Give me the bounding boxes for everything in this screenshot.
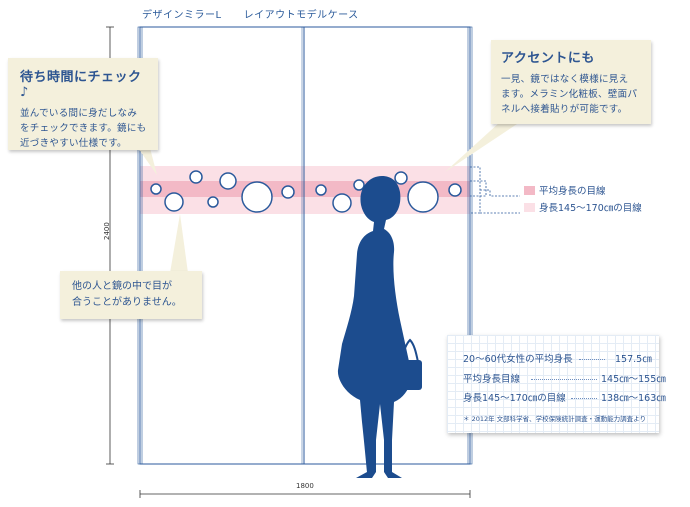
callout-wait-tail xyxy=(138,148,157,175)
circle-mirror-icon xyxy=(219,172,237,190)
info-row: 20～60代女性の平均身長 157.5㎝ xyxy=(463,354,652,365)
circle-mirror-icon xyxy=(207,196,219,208)
callout-others-tail xyxy=(170,214,188,273)
circle-mirror-icon xyxy=(150,183,162,195)
circle-mirror-icon xyxy=(315,184,327,196)
right-edge xyxy=(467,26,473,465)
callout-accent: アクセントにも 一見、鏡ではなく模様に見え ます。メラミン化粧板、壁面パ ネルへ… xyxy=(491,40,651,124)
circle-mirror-icon xyxy=(353,179,365,191)
height-label: 2400 xyxy=(103,222,111,240)
legend-average: 平均身長の目線 xyxy=(524,183,606,197)
circle-mirror-icon xyxy=(164,192,184,212)
left-edge xyxy=(137,26,143,465)
width-label: 1800 xyxy=(296,482,314,490)
info-row: 平均身長目線 145㎝～155㎝ xyxy=(463,374,666,385)
circle-mirror-icon xyxy=(189,170,203,184)
legend-brackets xyxy=(470,166,520,214)
circle-mirror-icon xyxy=(394,171,408,185)
circle-mirror-icon xyxy=(332,193,352,213)
info-row: 身長145～170㎝の目線 138㎝～163㎝ xyxy=(463,393,666,404)
callout-accent-tail xyxy=(445,122,520,172)
callout-wait-body: 並んでいる間に身だしなみ をチェックできます。鏡にも 近づきやすい仕様です。 xyxy=(20,108,147,149)
mirror-frame xyxy=(139,26,471,465)
legend-swatch-range xyxy=(524,203,535,212)
circle-mirror-icon xyxy=(241,181,273,213)
callout-wait: 待ち時間にチェック♪ 並んでいる間に身だしなみ をチェックできます。鏡にも 近づ… xyxy=(8,58,158,150)
woman-silhouette-icon xyxy=(337,176,422,478)
diagram-title: デザインミラーL レイアウトモデルケース xyxy=(142,6,359,21)
case-name: レイアウトモデルケース xyxy=(243,10,359,21)
circle-mirror-icon xyxy=(407,181,439,213)
legend-swatch-average xyxy=(524,186,535,195)
legend-range: 身長145～170㎝の目線 xyxy=(524,200,642,214)
callout-accent-heading: アクセントにも xyxy=(501,51,595,66)
callout-others: 他の人と鏡の中で目が 合うことがありません。 xyxy=(60,271,202,319)
callout-accent-body: 一見、鏡ではなく模様に見え ます。メラミン化粧板、壁面パ ネルへ接着貼りが可能で… xyxy=(501,74,638,115)
circle-mirrors xyxy=(150,170,462,213)
circle-mirror-icon xyxy=(281,185,295,199)
circle-mirror-icon xyxy=(448,183,462,197)
info-note: ＊ 2012年 文部科学省、学校保険統計調査・運動能力調査より xyxy=(463,415,647,423)
info-panel: 20～60代女性の平均身長 157.5㎝ 平均身長目線 145㎝～155㎝ 身長… xyxy=(447,335,666,433)
callout-wait-heading: 待ち時間にチェック♪ xyxy=(20,70,142,100)
product-name: デザインミラーL xyxy=(142,10,222,21)
width-dimension xyxy=(139,490,471,498)
